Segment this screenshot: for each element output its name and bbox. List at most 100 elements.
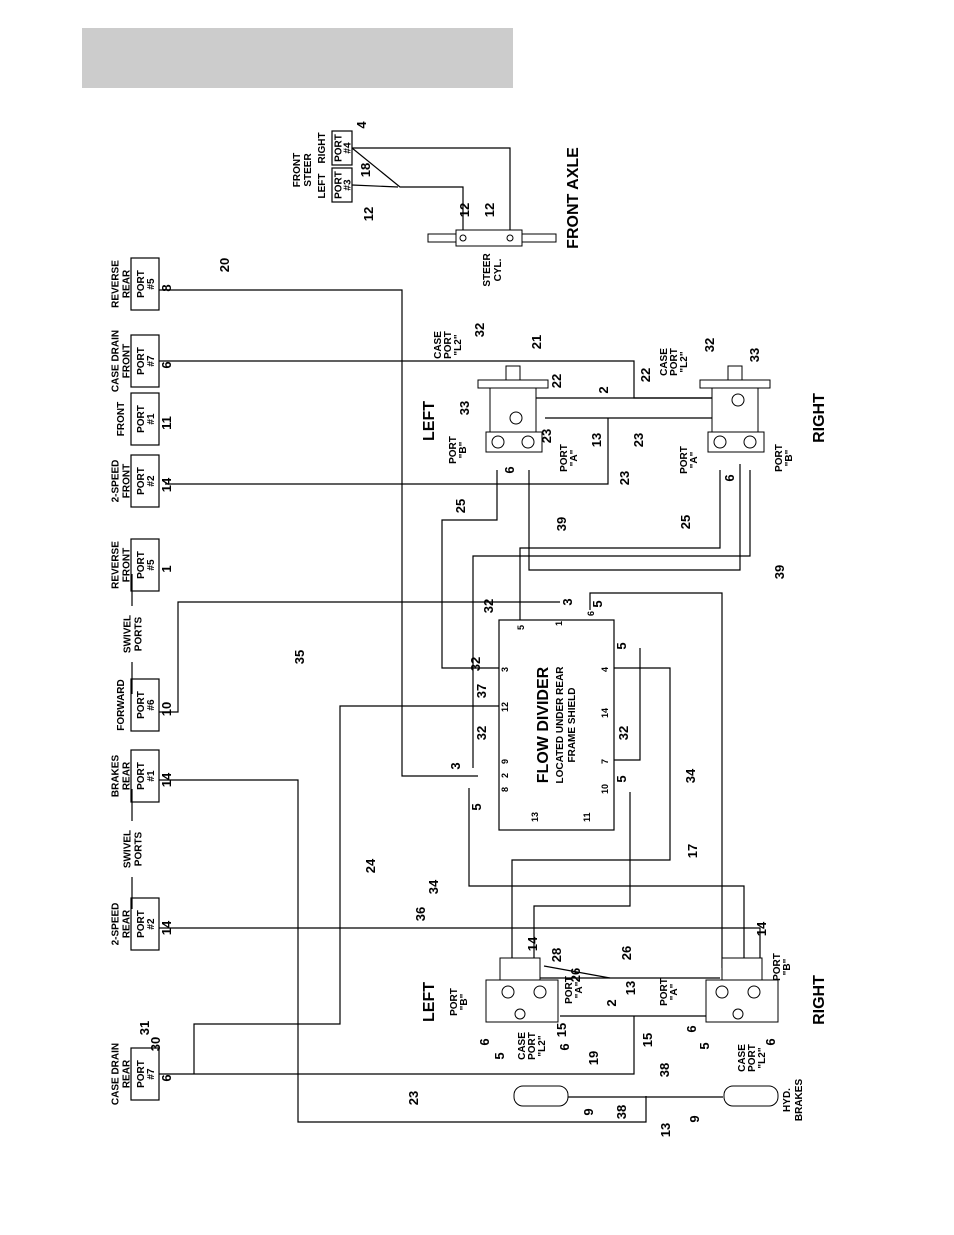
motor-port-label-line: PORT	[774, 444, 785, 472]
port-label-line: CASE DRAIN	[111, 1043, 122, 1105]
port-label-line: FORWARD	[116, 679, 127, 730]
motor-port-label: PORT"A"	[659, 978, 680, 1006]
motor-port-label-line: PORT	[564, 976, 575, 1004]
callout-number: 6	[684, 1025, 699, 1032]
line-18b	[351, 147, 464, 238]
port-label-line: 2-SPEED	[111, 903, 122, 946]
port-id: PORT#6	[136, 691, 157, 719]
steer-cylinder	[427, 229, 557, 247]
port-id: PORT#7	[136, 347, 157, 375]
steer-cylinder-body	[455, 229, 523, 247]
left-right-label: LEFT RIGHT	[317, 132, 328, 198]
port-label-line: FRONT	[122, 548, 133, 582]
motor-valve	[721, 957, 763, 981]
swivel-text-line: PORTS	[134, 831, 145, 866]
steer-cyl-line2: CYL.	[493, 258, 504, 281]
port-id-line: PORT	[136, 347, 147, 375]
line-4	[511, 667, 671, 968]
callout-number: 6	[722, 474, 737, 481]
port-box	[130, 538, 160, 592]
steer-right-label: RIGHT	[317, 132, 328, 163]
motor-port-label-line: "L2"	[679, 351, 690, 372]
callout-number: 39	[554, 517, 569, 531]
port-label-line: REAR	[122, 1059, 133, 1088]
motor-port-case	[514, 1008, 526, 1020]
callout-number: 3	[560, 598, 575, 605]
callout-number: 32	[472, 323, 487, 337]
callout-number: 17	[685, 844, 700, 858]
hyd-brakes-line2: BRAKES	[794, 1079, 805, 1122]
motor-port-label-line: PORT	[443, 331, 454, 359]
motor-port-b	[743, 435, 757, 449]
line-13	[165, 418, 609, 485]
port-label-line: REVERSE	[111, 260, 122, 308]
flow-divider-sub2: FRAME SHIELD	[567, 688, 578, 763]
callout-number: 5	[492, 1052, 507, 1059]
port-id: PORT#5	[136, 551, 157, 579]
motor-port-label-line: PORT	[527, 1032, 538, 1060]
port-callout: 6	[159, 1074, 174, 1081]
motor-port-label-line: CASE	[659, 348, 670, 376]
callout-number: 32	[616, 726, 631, 740]
callout-number: 12	[361, 207, 376, 221]
fd-port-5: 5	[516, 625, 526, 630]
port-id-line: #2	[146, 475, 157, 487]
port-callout: 6	[159, 361, 174, 368]
port-id-line: PORT	[136, 691, 147, 719]
callout-number: 14	[525, 936, 540, 951]
port-label-line: FRONT	[122, 464, 133, 498]
port-id-line: PORT	[136, 910, 147, 938]
motor-port-label: PORT"B"	[449, 988, 470, 1016]
motor-cap	[727, 365, 743, 381]
port-label: FORWARD	[116, 679, 127, 730]
callout-number: 5	[697, 1042, 712, 1049]
callout-number: 22	[638, 368, 653, 382]
motor-port-label-line: "B"	[782, 958, 793, 975]
callout-number: 13	[623, 981, 638, 995]
flow-divider-box	[498, 619, 615, 831]
line-25-left	[441, 470, 499, 669]
callout-number: 18	[358, 163, 373, 177]
port-box	[130, 392, 160, 446]
fd-port-3: 3	[500, 667, 510, 672]
hyd-brakes-label: HYD. BRAKES	[782, 1079, 805, 1122]
callout-number: 38	[614, 1105, 629, 1119]
port-box	[130, 1047, 160, 1101]
motor-port-label: PORT"B"	[772, 953, 793, 981]
port-id-line: #6	[146, 699, 157, 711]
callout-number: 5	[469, 803, 484, 810]
motor-valve	[499, 957, 541, 981]
port-callout: 14	[159, 477, 174, 492]
left-rear-label: LEFT	[421, 982, 438, 1022]
motor-port-a	[715, 985, 729, 999]
swivel-text-line: SWIVEL	[123, 830, 134, 868]
rear-left-motor	[485, 957, 559, 1023]
port-id: PORT#1	[136, 405, 157, 433]
callout-number: 32	[481, 599, 496, 613]
callout-number: 36	[413, 907, 428, 921]
motor-port-b	[501, 985, 515, 999]
rear-right-motor	[705, 957, 779, 1023]
port-box	[130, 454, 160, 508]
port-label-line: FRONT	[116, 402, 127, 436]
motor-port-label-line: "A"	[669, 983, 680, 1000]
flow-divider-label: FLOW DIVIDER LOCATED UNDER REAR FRAME SH…	[535, 666, 578, 784]
port-id: PORT#7	[136, 1060, 157, 1088]
motor-port-label-line: PORT	[559, 444, 570, 472]
motor-port-label-line: PORT	[448, 436, 459, 464]
motor-port-label-line: "L2"	[453, 334, 464, 355]
